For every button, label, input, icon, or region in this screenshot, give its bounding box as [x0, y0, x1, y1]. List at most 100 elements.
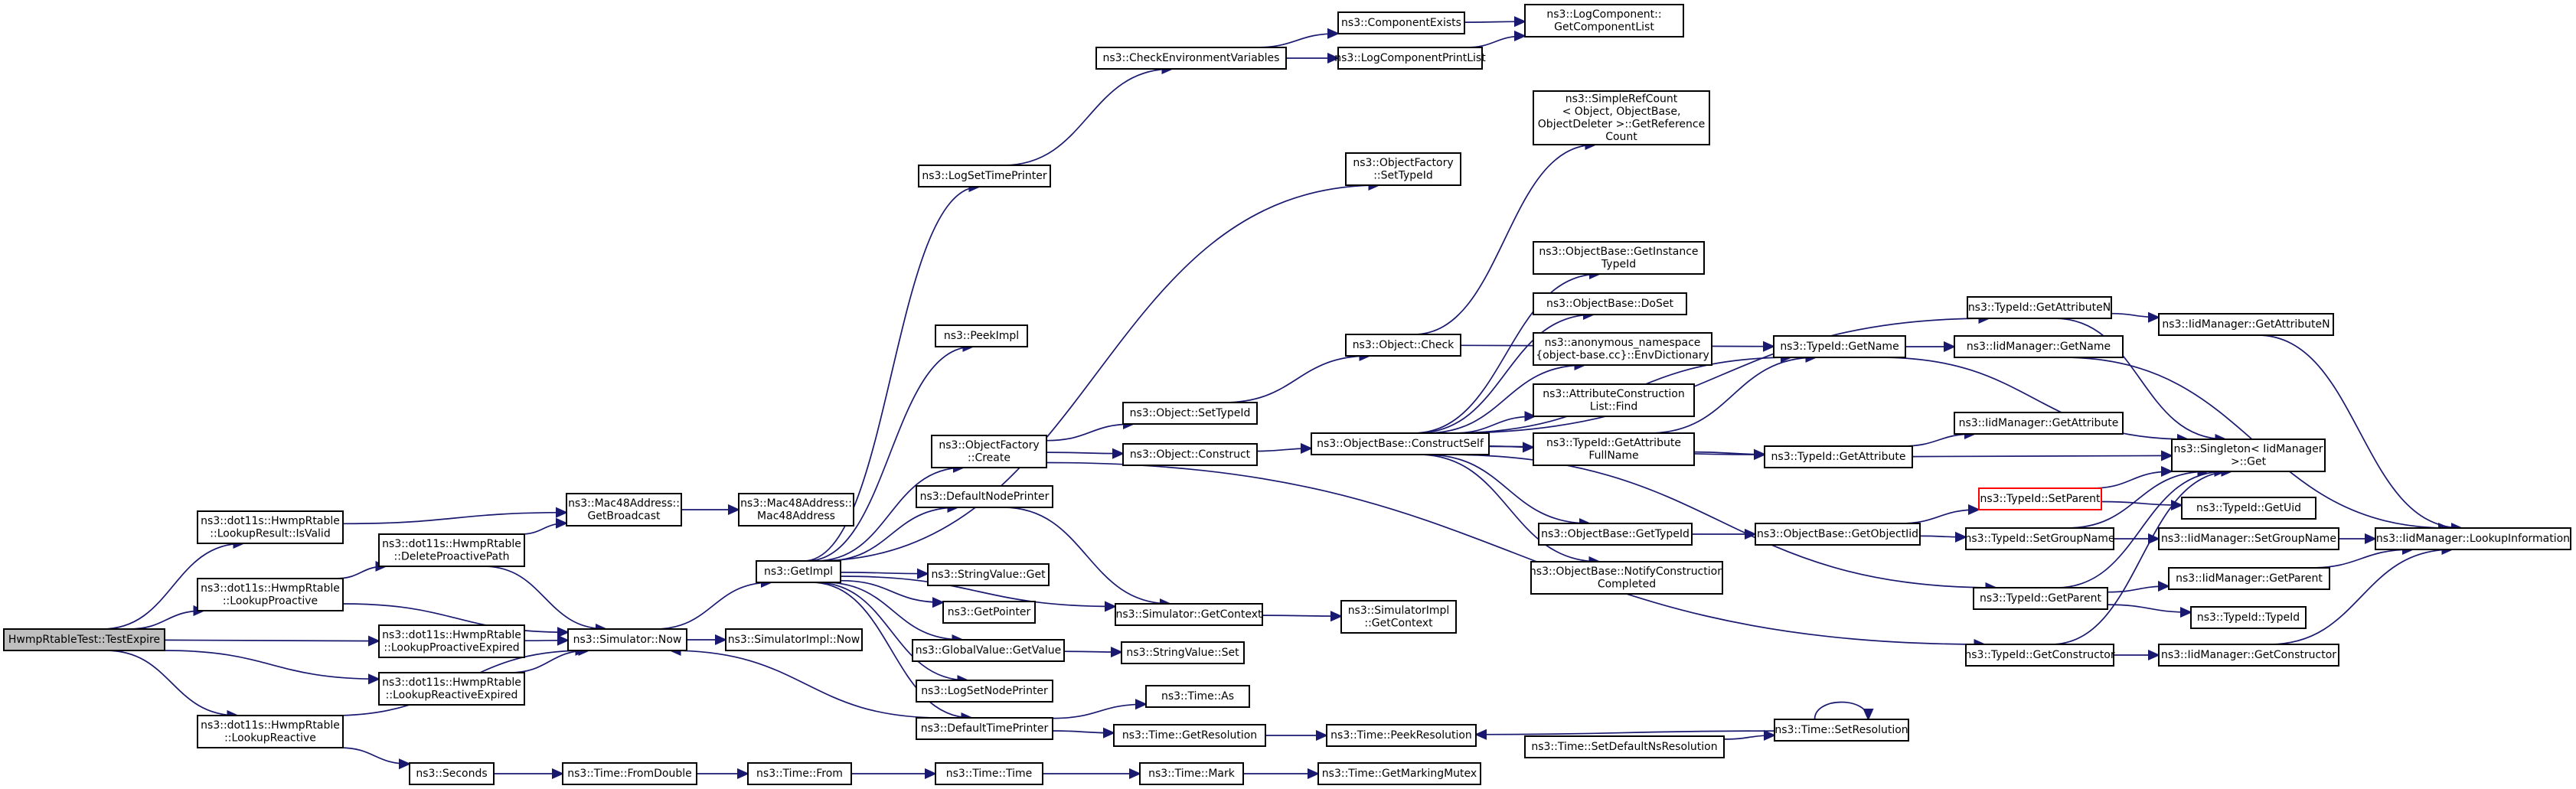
node-ofsettypeid[interactable]: ns3::ObjectFactory::SetTypeId: [1345, 152, 1461, 186]
node-box: [916, 680, 1053, 703]
node-singleton[interactable]: ns3::Singleton< IidManager>::Get: [2171, 439, 2326, 472]
node-iidgetname[interactable]: ns3::IidManager::GetName: [1954, 335, 2124, 358]
node-simimplnow[interactable]: ns3::SimulatorImpl::Now: [725, 628, 863, 651]
node-mac48[interactable]: ns3::Mac48Address::Mac48Address: [738, 493, 854, 527]
edge-simgetctx-to-simimplgetctx: [1262, 615, 1341, 616]
edge-tidgetparent-to-iidgetparent: [2107, 586, 2169, 593]
node-box: [935, 762, 1043, 785]
node-checkenv[interactable]: ns3::CheckEnvironmentVariables: [1095, 47, 1287, 70]
node-logsettp[interactable]: ns3::LogSetTimePrinter: [918, 165, 1051, 187]
node-lookproactive[interactable]: ns3::dot11s::HwmpRtable::LookupProactive: [197, 578, 344, 611]
node-iidgetparent[interactable]: ns3::IidManager::GetParent: [2168, 567, 2330, 590]
node-markmutex[interactable]: ns3::Time::GetMarkingMutex: [1317, 762, 1481, 785]
node-simimplgetctx[interactable]: ns3::SimulatorImpl::GetContext: [1340, 600, 1457, 634]
node-strget[interactable]: ns3::StringValue::Get: [927, 563, 1050, 586]
node-label: ns3::ObjectBase::GetInstance: [1539, 246, 1698, 258]
node-delproactive[interactable]: ns3::dot11s::HwmpRtable::DeleteProactive…: [378, 533, 525, 567]
node-setres[interactable]: ns3::Time::SetResolution: [1774, 719, 1909, 742]
node-label: ns3::Singleton< IidManager: [2174, 443, 2323, 455]
node-label: ns3::Simulator::GetContext: [1115, 608, 1262, 621]
node-tidgetattrn[interactable]: ns3::TypeId::GetAttributeN: [1967, 296, 2112, 319]
node-seconds[interactable]: ns3::Seconds: [409, 762, 495, 785]
node-objcheck[interactable]: ns3::Object::Check: [1345, 334, 1461, 357]
node-lcprintlist[interactable]: ns3::LogComponentPrintList: [1334, 47, 1486, 70]
node-objsettypeid[interactable]: ns3::Object::SetTypeId: [1122, 402, 1258, 425]
node-tidsetgroup[interactable]: ns3::TypeId::SetGroupName: [1964, 527, 2115, 550]
node-peekres[interactable]: ns3::Time::PeekResolution: [1326, 724, 1477, 747]
node-label: ns3::IidManager::GetName: [1967, 341, 2111, 353]
node-label: ns3::StringValue::Set: [1126, 647, 1239, 659]
node-getobjectiid[interactable]: ns3::ObjectBase::GetObjectIid: [1755, 523, 1921, 546]
node-tidgetname[interactable]: ns3::TypeId::GetName: [1773, 335, 1906, 358]
node-simnow[interactable]: ns3::Simulator::Now: [567, 628, 687, 651]
node-iidsetgroup[interactable]: ns3::IidManager::SetGroupName: [2158, 527, 2339, 550]
edge-tidgetconstr-to-singleton: [2051, 471, 2232, 645]
node-label: ns3::IidManager::GetAttribute: [1959, 417, 2119, 429]
node-gvgetvalue[interactable]: ns3::GlobalValue::GetValue: [912, 639, 1065, 662]
node-getpointer[interactable]: ns3::GetPointer: [942, 601, 1036, 624]
node-getbroadcast[interactable]: ns3::Mac48Address::GetBroadcast: [566, 493, 682, 527]
edge-getimpl-to-logsettp: [803, 187, 980, 562]
node-time[interactable]: ns3::Time::Time: [935, 762, 1043, 785]
node-objconstruct[interactable]: ns3::Object::Construct: [1122, 443, 1258, 466]
node-getimpl[interactable]: ns3::GetImpl: [756, 560, 841, 583]
node-label: ns3::Time::GetResolution: [1122, 729, 1257, 742]
edge-iidgetattrn-to-lookupinfo: [2257, 334, 2462, 528]
node-isvalid[interactable]: ns3::dot11s::HwmpRtable::LookupResult::I…: [197, 510, 344, 544]
node-iidgetconstr[interactable]: ns3::IidManager::GetConstructor: [2158, 644, 2339, 667]
node-tidgetattr[interactable]: ns3::TypeId::GetAttribute: [1764, 445, 1913, 468]
node-box: [1533, 332, 1712, 366]
node-iidgetattr[interactable]: ns3::IidManager::GetAttribute: [1954, 412, 2124, 435]
node-mark[interactable]: ns3::Time::Mark: [1139, 762, 1244, 785]
node-obgettypeid[interactable]: ns3::ObjectBase::GetTypeId: [1538, 523, 1693, 546]
node-label: ns3::dot11s::HwmpRtable: [382, 677, 521, 689]
edge-tidgetattrn-to-singleton: [2054, 318, 2226, 439]
node-root[interactable]: HwmpRtableTest::TestExpire: [3, 628, 165, 651]
node-doset[interactable]: ns3::ObjectBase::DoSet: [1533, 292, 1687, 315]
node-tidgetuid[interactable]: ns3::TypeId::GetUid: [2181, 497, 2316, 520]
node-box: [2171, 439, 2326, 472]
node-tidsetparent[interactable]: ns3::TypeId::SetParent: [1978, 487, 2102, 510]
node-ofcreate[interactable]: ns3::ObjectFactory::Create: [931, 435, 1047, 468]
node-tidgetparent[interactable]: ns3::TypeId::GetParent: [1973, 587, 2108, 610]
node-peekimpl[interactable]: ns3::PeekImpl: [935, 324, 1028, 347]
node-deftimeprinter[interactable]: ns3::DefaultTimePrinter: [916, 717, 1053, 740]
node-compexists[interactable]: ns3::ComponentExists: [1337, 11, 1465, 34]
node-tidgetconstr[interactable]: ns3::TypeId::GetConstructor: [1964, 644, 2115, 667]
node-timeas[interactable]: ns3::Time::As: [1145, 685, 1250, 708]
node-simgetctx[interactable]: ns3::Simulator::GetContext: [1115, 603, 1263, 626]
node-box: [916, 717, 1053, 740]
node-lookreactive[interactable]: ns3::dot11s::HwmpRtable::LookupReactive: [197, 715, 344, 748]
node-lookupinfo[interactable]: ns3::IidManager::LookupInformation: [2375, 527, 2571, 550]
node-label: ns3::IidManager::GetAttributeN: [2162, 318, 2330, 331]
node-notifyconstr[interactable]: ns3::ObjectBase::NotifyConstructionCompl…: [1530, 561, 1724, 595]
node-constructself[interactable]: ns3::ObjectBase::ConstructSelf: [1311, 432, 1490, 455]
node-label: ns3::ObjectBase::GetTypeId: [1541, 528, 1690, 540]
node-iidgetattrn[interactable]: ns3::IidManager::GetAttributeN: [2158, 313, 2334, 336]
node-label: ns3::Time::As: [1161, 690, 1234, 703]
node-label: ::LookupProactive: [223, 595, 318, 607]
node-getcomplist[interactable]: ns3::LogComponent::GetComponentList: [1524, 4, 1684, 37]
node-box: [566, 493, 682, 527]
node-defnodeprinter[interactable]: ns3::DefaultNodePrinter: [916, 485, 1053, 508]
node-tidtypeid[interactable]: ns3::TypeId::TypeId: [2190, 606, 2307, 629]
node-box: [1345, 334, 1461, 357]
node-lrexpired[interactable]: ns3::dot11s::HwmpRtable::LookupReactiveE…: [378, 672, 525, 706]
node-logsetnp[interactable]: ns3::LogSetNodePrinter: [916, 680, 1053, 703]
node-strset[interactable]: ns3::StringValue::Set: [1121, 641, 1245, 664]
node-label: ::GetContext: [1364, 617, 1433, 629]
node-label: ns3::Time::FromDouble: [567, 768, 692, 780]
node-fromdouble[interactable]: ns3::Time::FromDouble: [562, 762, 697, 785]
node-label: ns3::dot11s::HwmpRtable: [201, 515, 340, 527]
node-label: ns3::TypeId::GetParent: [1980, 592, 2101, 605]
node-simplerefcount[interactable]: ns3::SimpleRefCount< Object, ObjectBase,…: [1533, 90, 1710, 145]
node-setdefns[interactable]: ns3::Time::SetDefaultNsResolution: [1524, 735, 1725, 758]
node-lpexpired[interactable]: ns3::dot11s::HwmpRtable::LookupProactive…: [378, 624, 525, 658]
node-from[interactable]: ns3::Time::From: [747, 762, 852, 785]
node-envdict[interactable]: ns3::anonymous_namespace{object-base.cc}…: [1533, 332, 1712, 366]
node-label: TypeId: [1601, 258, 1636, 270]
node-getres[interactable]: ns3::Time::GetResolution: [1113, 724, 1266, 747]
